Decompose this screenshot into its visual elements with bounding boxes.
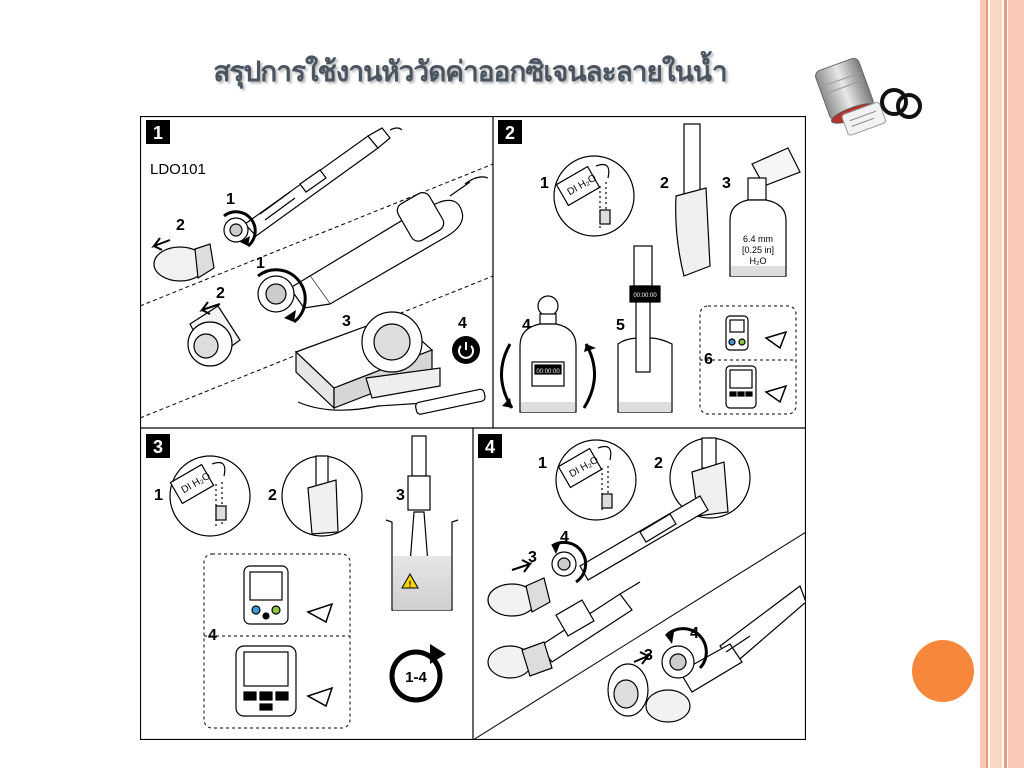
sensor-cap-and-o-rings-photo — [815, 57, 922, 136]
wash-bottle-icon — [555, 439, 637, 521]
step-label: 3 — [342, 313, 351, 330]
step-label: 2 — [176, 217, 185, 234]
step-label: 2 — [216, 285, 225, 302]
panel-3: 3 1 DI H₂O 2 3 ! 4 — [146, 434, 459, 729]
step-label: 4 — [690, 625, 699, 642]
decor-stripe-1 — [980, 0, 986, 768]
decorative-orange-dot — [912, 640, 974, 702]
wipe-icon — [675, 123, 711, 277]
meter-icon — [294, 311, 486, 415]
step-label: 3 — [396, 487, 405, 504]
step-label: 2 — [654, 455, 663, 472]
step-label: 4 — [522, 317, 531, 334]
step-label: 6 — [704, 351, 713, 368]
meter-display-icon — [519, 295, 577, 413]
sensor-cap-icon — [487, 551, 577, 617]
slide-title: สรุปการใช้งานหัววัดค่าออกซิเจนละลายในน้ำ — [213, 55, 727, 88]
step-label: 3 — [722, 175, 731, 192]
panel-number: 2 — [505, 123, 515, 143]
panel-number: 3 — [153, 437, 163, 457]
step-label: 3 — [644, 647, 653, 664]
decor-stripe-3 — [990, 0, 1002, 768]
rotate-arrow-icon — [223, 210, 257, 248]
panel-1: 1 LDO101 1 2 — [140, 120, 494, 419]
panel-2: 2 1 DI H₂O 2 3 6.4 mm [0.25 in] H₂O 4 — [498, 120, 801, 415]
step-label: 4 — [560, 529, 569, 546]
power-icon — [452, 336, 480, 364]
step-label: 2 — [268, 487, 277, 504]
wipe-icon — [281, 455, 363, 537]
display-value: 00:00:00 — [633, 293, 657, 299]
step-label: 1 — [154, 487, 163, 504]
beaker-icon — [385, 435, 459, 611]
repeat-arrow-icon: 1-4 — [389, 644, 446, 703]
instruction-diagram: 1 LDO101 1 2 — [140, 116, 806, 740]
bottle-text-line: [0.25 in] — [742, 245, 774, 255]
svg-text:!: ! — [409, 580, 412, 589]
model-label: LDO101 — [150, 161, 206, 178]
step-label: 4 — [458, 315, 467, 332]
rotate-arrow-icon — [664, 627, 708, 670]
display-value: 00:00:00 — [536, 369, 560, 375]
step-label: 5 — [616, 317, 625, 334]
warning-icon: ! — [401, 572, 419, 589]
eye-icon — [764, 330, 788, 404]
probe-icon — [244, 127, 403, 237]
sensor-cap-icon — [153, 217, 249, 282]
bottle-text-line: 6.4 mm — [743, 234, 773, 244]
panel-4: 4 1 DI H₂O 2 3 4 — [472, 434, 806, 740]
bottle-icon — [729, 147, 801, 277]
repeat-label: 1-4 — [405, 669, 427, 686]
step-label: 1 — [226, 191, 235, 208]
wash-bottle-icon — [553, 155, 635, 237]
step-label: 2 — [660, 175, 669, 192]
wash-bottle-icon — [169, 455, 251, 537]
step-label: 3 — [528, 549, 537, 566]
decor-stripe-4 — [1004, 0, 1007, 768]
bottle-text-line: H₂O — [750, 256, 767, 266]
rotate-arrow-icon — [551, 540, 588, 584]
step-label: 1 — [540, 175, 549, 192]
probe-icon — [579, 495, 709, 581]
step-label: 1 — [256, 255, 265, 272]
decor-stripe-2 — [986, 0, 988, 768]
step-label: 4 — [208, 627, 217, 644]
step-label: 1 — [538, 455, 547, 472]
eye-icon — [306, 602, 334, 708]
panel-number: 4 — [485, 437, 495, 457]
decor-stripe-5 — [1008, 0, 1024, 768]
rotate-arrow-icon — [257, 268, 307, 324]
panel-number: 1 — [153, 123, 163, 143]
